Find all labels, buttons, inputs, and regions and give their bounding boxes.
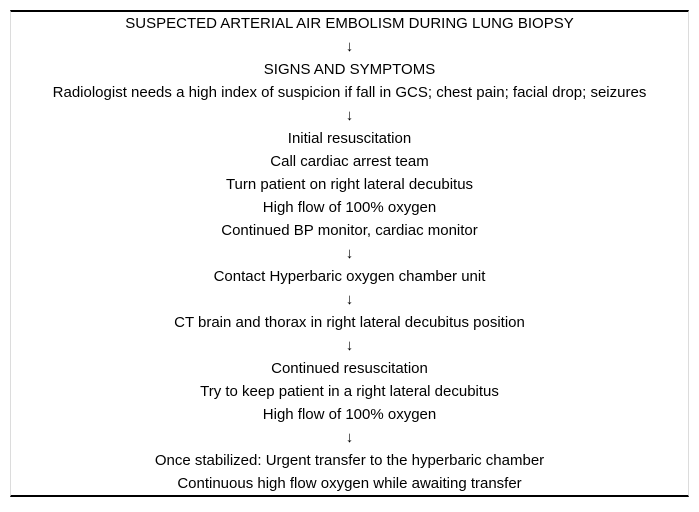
flow-step-suspicion-criteria: Radiologist needs a high index of suspic… [52, 84, 647, 101]
flow-step-continued-bp-cardiac-monitor: Continued BP monitor, cardiac monitor [221, 222, 478, 239]
flow-step-contact-hyperbaric-unit: Contact Hyperbaric oxygen chamber unit [213, 268, 486, 285]
down-arrow-icon: ↓ [345, 38, 354, 55]
flow-step-continued-resuscitation: Continued resuscitation [271, 360, 428, 377]
down-arrow-icon: ↓ [345, 337, 354, 354]
flow-step-keep-right-lateral-decubitus: Try to keep patient in a right lateral d… [200, 383, 499, 400]
down-arrow-icon: ↓ [345, 245, 354, 262]
flow-step-high-flow-oxygen-repeat: High flow of 100% oxygen [262, 406, 437, 423]
flow-title: SUSPECTED ARTERIAL AIR EMBOLISM DURING L… [125, 15, 574, 32]
flow-step-urgent-transfer-hyperbaric-chamber: Once stabilized: Urgent transfer to the … [154, 452, 545, 469]
flow-step-high-flow-oxygen: High flow of 100% oxygen [262, 199, 437, 216]
flow-step-continuous-oxygen-awaiting-transfer: Continuous high flow oxygen while awaiti… [177, 475, 522, 492]
flowchart-frame: SUSPECTED ARTERIAL AIR EMBOLISM DURING L… [10, 10, 689, 497]
down-arrow-icon: ↓ [345, 291, 354, 308]
down-arrow-icon: ↓ [345, 107, 354, 124]
down-arrow-icon: ↓ [345, 429, 354, 446]
flow-step-turn-patient-right-lateral-decubitus: Turn patient on right lateral decubitus [225, 176, 474, 193]
flow-step-call-cardiac-arrest-team: Call cardiac arrest team [270, 153, 429, 170]
section-heading-signs-and-symptoms: SIGNS AND SYMPTOMS [263, 61, 436, 78]
flow-step-initial-resuscitation: Initial resuscitation [287, 130, 412, 147]
flow-step-ct-brain-thorax: CT brain and thorax in right lateral dec… [174, 314, 525, 331]
